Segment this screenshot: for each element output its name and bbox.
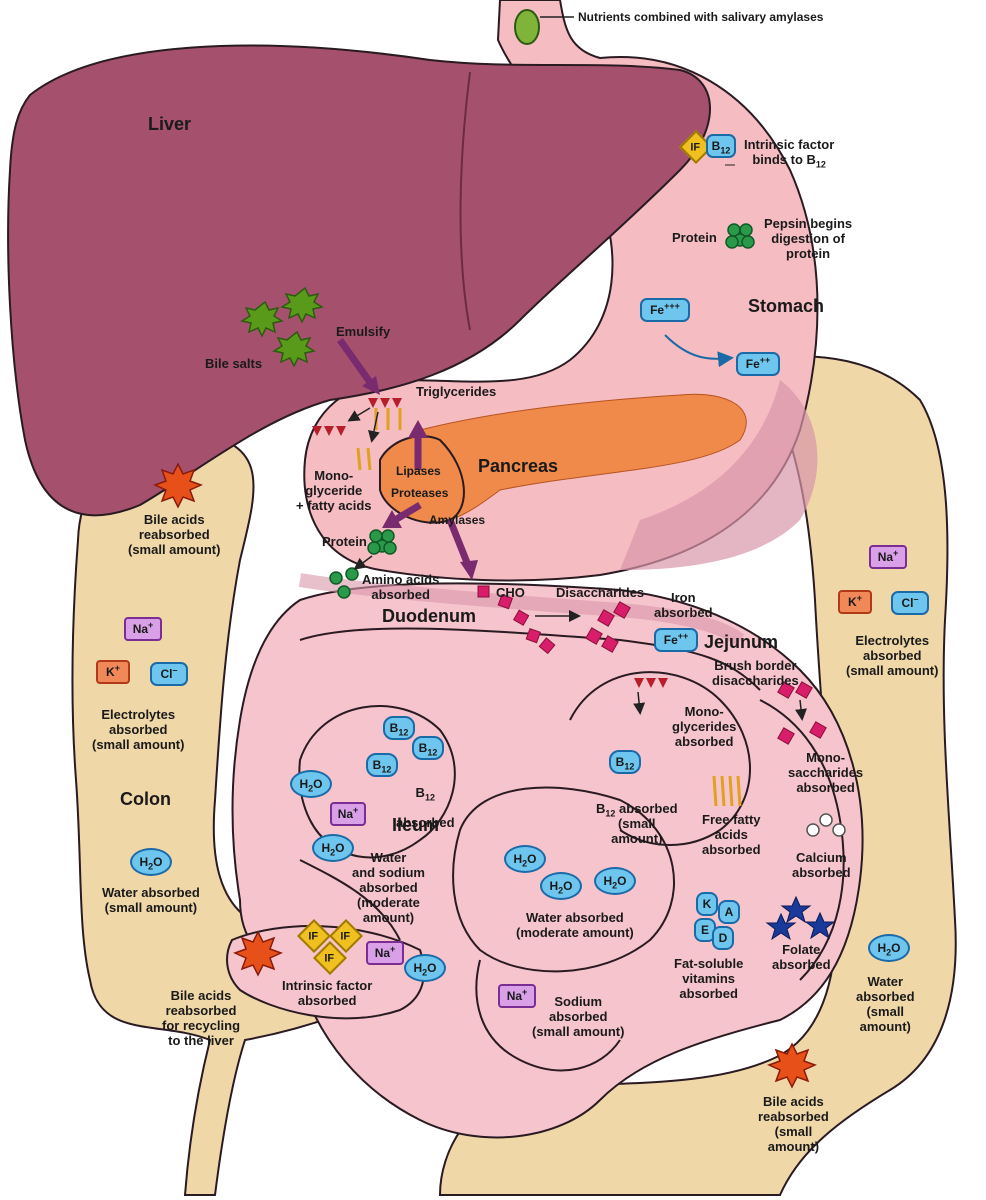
vitamin-d-badge: D [712, 926, 734, 950]
enzyme-arrows [382, 420, 478, 580]
monoglycerides-absorbed-label: Mono- glycerides absorbed [672, 704, 737, 749]
protein-stomach-label: Protein [672, 230, 717, 245]
b12-badge-stomach: B12 [706, 134, 736, 158]
h2o-badge-ileum-1: H2O [290, 770, 332, 798]
jejunum-label: Jejunum [704, 632, 779, 652]
cl-badge-left: Cl– [150, 662, 188, 686]
h2o-badge-colon: H2O [130, 848, 172, 876]
monoglyceride-icons [633, 678, 742, 807]
na-badge-lower: Na+ [498, 984, 536, 1008]
protein-arrow [353, 555, 373, 570]
bile-salts-label: Bile salts [205, 356, 263, 371]
protein-icons [329, 223, 755, 599]
h2o-badge-mid-1: H2O [504, 845, 546, 873]
folate-label: Folate absorbed [772, 942, 831, 972]
bile-acid-icons [153, 462, 817, 1089]
fat-soluble-label: Fat-soluble vitamins absorbed [674, 956, 744, 1001]
cl-badge-right: Cl– [891, 591, 929, 615]
pancreas-label: Pancreas [478, 456, 559, 476]
amylases-label: Amylases [429, 513, 486, 527]
b12-small-sub: 12 [605, 808, 616, 819]
liver-shape [7, 44, 711, 517]
h2o-badge-mid-2: H2O [540, 872, 582, 900]
h2o-badge-mid-3: H2O [594, 867, 636, 895]
b12-absorbed-b: B12 [415, 785, 435, 803]
triglycerides-label: Triglycerides [416, 384, 497, 399]
protein-duodenum-label: Protein [322, 534, 367, 549]
sodium-small-label: Sodium absorbed (small amount) [532, 994, 625, 1039]
na-badge-ileum: Na+ [330, 802, 366, 826]
na-badge-terminal-ileum: Na+ [366, 941, 404, 965]
k-badge-right: K+ [838, 590, 872, 614]
intrinsic-factor-sub: 12 [815, 159, 826, 170]
proteases-label: Proteases [391, 486, 449, 500]
cho-label: CHO [496, 585, 525, 600]
stomach-label: Stomach [748, 296, 825, 316]
electrolytes-right-label: Electrolytes absorbed (small amount) [846, 633, 939, 678]
nutrients-label: Nutrients combined with salivary amylase… [578, 10, 824, 24]
duodenum-label: Duodenum [382, 606, 476, 626]
fe2-badge-stomach: Fe++ [736, 352, 780, 376]
b12-badge-ileum-3: B12 [366, 753, 398, 777]
water-colon-label: Water absorbed (small amount) [102, 885, 200, 915]
b12-badge-ileum-1: B12 [383, 716, 415, 740]
na-badge-left: Na+ [124, 617, 162, 641]
pepsin-label: Pepsin begins digestion of protein [764, 216, 853, 261]
monoglyceride-label: Mono- glyceride + fatty acids [296, 468, 372, 513]
iron-conversion-arrow [664, 334, 734, 368]
b12-absorbed-label: B12 absorbed [396, 770, 455, 830]
fe3-badge: Fe+++ [640, 298, 690, 322]
intrinsic-factor-label: Intrinsic factor binds to B12 [744, 122, 835, 170]
calcium-icons [806, 813, 846, 837]
h2o-badge-ileum-2: H2O [312, 834, 354, 862]
duodenum-shape [298, 573, 745, 646]
brush-border-label: Brush border disaccharides [712, 658, 799, 688]
free-fatty-acids-label: Free fatty acids absorbed [702, 812, 761, 857]
bile-acids-bottom-label: Bile acids reabsorbed (small amount) [758, 1094, 829, 1154]
pancreas-shape [379, 393, 747, 524]
triglyceride-icons [312, 398, 402, 471]
lipases-label: Lipases [396, 464, 441, 478]
bile-recycle-label: Bile acids reabsorbed for recycling to t… [162, 988, 241, 1048]
monosaccharides-label: Mono- saccharides absorbed [788, 750, 864, 795]
disaccharides-label: Disaccharides [556, 585, 645, 600]
h2o-badge-right-colon: H2O [868, 934, 910, 962]
calcium-label: Calcium absorbed [792, 850, 851, 880]
water-sodium-label: Water and sodium absorbed (moderate amou… [352, 850, 425, 925]
water-right-label: Water absorbed (small amount) [856, 974, 915, 1034]
bile-acids-top-label: Bile acids reabsorbed (small amount) [128, 512, 221, 557]
bile-salt-icons [240, 286, 324, 368]
vitamin-a-badge: A [718, 900, 740, 924]
b12-absorbed-text: absorbed [396, 815, 455, 830]
intrinsic-absorbed-label: Intrinsic factor absorbed [282, 978, 373, 1008]
colon-label: Colon [120, 789, 171, 809]
k-badge-left: K+ [96, 660, 130, 684]
b12-badge-jejunum: B12 [609, 750, 641, 774]
b12-badge-ileum-2: B12 [412, 736, 444, 760]
h2o-badge-terminal-ileum: H2O [404, 954, 446, 982]
carbohydrate-icons [477, 585, 827, 745]
emulsify-label: Emulsify [336, 324, 391, 339]
liver-label: Liver [148, 114, 192, 134]
ileum-label: Ileum [392, 815, 440, 835]
bolus-icon [514, 9, 540, 45]
electrolytes-left-label: Electrolytes absorbed (small amount) [92, 707, 185, 752]
vitamin-k-badge: K [696, 892, 718, 916]
intrinsic-factor-text: Intrinsic factor binds to B [744, 137, 835, 167]
water-moderate-label: Water absorbed (moderate amount) [516, 910, 634, 940]
iron-label: Iron absorbed [654, 590, 713, 620]
brush-border-arrow [795, 699, 807, 721]
emulsify-arrow [337, 337, 375, 388]
fe2-badge-duodenum: Fe++ [654, 628, 698, 652]
folate-icons [765, 895, 836, 941]
amino-acids-label: Amino acids absorbed [362, 572, 440, 602]
na-badge-right: Na+ [869, 545, 907, 569]
